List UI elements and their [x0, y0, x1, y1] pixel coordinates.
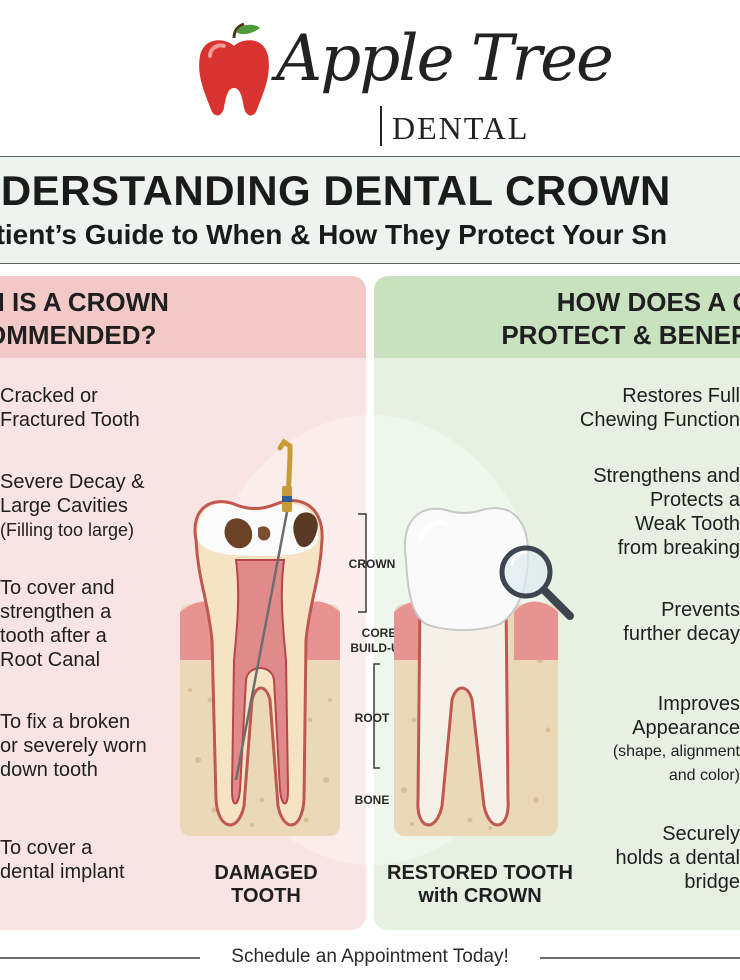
- footer-rule-left: [0, 957, 200, 959]
- right-item-strengthens: Strengthens and Protects a Weak Tooth fr…: [593, 464, 740, 560]
- item-line: down tooth: [0, 759, 98, 781]
- left-item-broken: To fix a broken or severely worn down to…: [0, 710, 147, 782]
- restored-root: [416, 598, 510, 827]
- item-line: Strengthens and: [593, 465, 740, 487]
- label-core-1: CORE: [362, 626, 397, 640]
- schedule-appointment-text: Schedule an Appointment Today!: [217, 946, 523, 967]
- left-item-root-canal: To cover and strengthen a tooth after a …: [0, 576, 115, 672]
- item-line: tooth after a: [0, 625, 107, 647]
- item-line: or severely worn: [0, 735, 147, 757]
- brand-divider: [380, 106, 382, 146]
- footer-rule-right: [540, 957, 740, 959]
- gum-right: [514, 601, 558, 660]
- label-core-2: BUILD-UP: [350, 641, 407, 655]
- item-line: Appearance: [632, 717, 740, 739]
- left-panel-heading: N IS A CROWN OMMENDED?: [0, 286, 169, 352]
- title-band: NDERSTANDING DENTAL CROWN atient’s Guide…: [0, 156, 740, 264]
- item-line: dental implant: [0, 861, 125, 883]
- crown-bracket: [358, 513, 367, 613]
- endodontic-file-icon: [234, 438, 293, 781]
- right-panel-heading-band: [374, 276, 740, 358]
- item-line: To cover and: [0, 577, 115, 599]
- item-line: Fractured Tooth: [0, 409, 140, 431]
- footer-cta: Schedule an Appointment Today!: [0, 946, 740, 968]
- item-line: Severe Decay &: [0, 471, 145, 493]
- left-item-decay: Severe Decay & Large Cavities (Filling t…: [0, 470, 145, 542]
- item-line: Improves: [657, 693, 740, 715]
- decay-spot: [224, 518, 253, 549]
- brand-script-text: Apple Tree: [276, 22, 614, 96]
- damaged-enamel: [197, 503, 319, 556]
- right-item-appearance: Improves Appearance (shape, alignment an…: [613, 692, 740, 788]
- damaged-tooth-illustration: [180, 438, 340, 836]
- crown-highlight: [417, 520, 449, 543]
- item-line: Restores Full: [622, 385, 740, 407]
- item-line: Large Cavities: [0, 495, 128, 517]
- decay-spot: [258, 526, 271, 541]
- anatomy-labels: CROWN CORE BUILD-UP ROOT BONE: [349, 513, 408, 807]
- right-item-bridge: Securely holds a dental bridge: [615, 822, 740, 894]
- right-panel-heading: HOW DOES A CR PROTECT & BENEFIT: [501, 286, 740, 352]
- item-line: holds a dental: [615, 847, 740, 869]
- decay-spot: [293, 512, 318, 548]
- item-line: bridge: [684, 871, 740, 893]
- item-line: and color): [668, 767, 740, 784]
- left-item-implant: To cover a dental implant: [0, 836, 125, 884]
- item-line: Weak Tooth: [635, 513, 740, 535]
- label-bone: BONE: [355, 793, 390, 807]
- pulp-canal: [230, 559, 290, 805]
- left-panel-heading-band: [0, 276, 366, 358]
- item-line: Root Canal: [0, 649, 101, 671]
- item-line: Securely: [662, 823, 740, 845]
- left-heading-line-1: N IS A CROWN: [0, 287, 169, 317]
- right-item-chewing: Restores Full Chewing Function: [580, 384, 740, 432]
- left-heading-line-2: OMMENDED?: [0, 320, 157, 350]
- restored-tooth-caption: RESTORED TOOTH with CROWN: [380, 862, 580, 908]
- right-heading-line-2: PROTECT & BENEFIT: [501, 320, 740, 350]
- right-item-prevents: Prevents further decay: [623, 598, 740, 646]
- damaged-tooth-caption: DAMAGED TOOTH: [202, 862, 330, 908]
- left-item-cracked: Cracked or Fractured Tooth: [0, 384, 140, 432]
- restored-tooth-illustration: [394, 507, 574, 836]
- root-bracket: [373, 663, 380, 769]
- item-line: Protects a: [649, 489, 740, 511]
- right-heading-line-1: HOW DOES A CR: [556, 287, 740, 317]
- item-line: (shape, alignment: [612, 743, 740, 760]
- label-crown: CROWN: [349, 557, 396, 571]
- item-line: To cover a: [0, 837, 93, 859]
- magnifying-glass-icon: [499, 545, 574, 620]
- item-line: strengthen a: [0, 601, 112, 623]
- caption-line: with CROWN: [418, 885, 542, 907]
- apple-tooth-icon: [199, 22, 269, 116]
- item-line: Cracked or: [0, 385, 98, 407]
- item-line: To fix a broken: [0, 711, 131, 733]
- item-line: (Filling too large): [0, 520, 135, 540]
- label-root: ROOT: [355, 711, 390, 725]
- item-line: from breaking: [617, 537, 740, 559]
- item-line: further decay: [623, 623, 740, 645]
- caption-line: TOOTH: [231, 885, 301, 907]
- brand-sub-text: DENTAL: [392, 110, 530, 146]
- caption-line: RESTORED TOOTH: [387, 862, 573, 884]
- item-line: Chewing Function: [579, 409, 740, 431]
- caption-line: DAMAGED: [214, 862, 318, 884]
- page-title: NDERSTANDING DENTAL CROWN: [0, 167, 671, 214]
- page-subtitle: atient’s Guide to When & How They Protec…: [0, 219, 668, 250]
- brand-logo: Apple Tree DENTAL: [196, 18, 614, 148]
- item-line: Prevents: [661, 599, 740, 621]
